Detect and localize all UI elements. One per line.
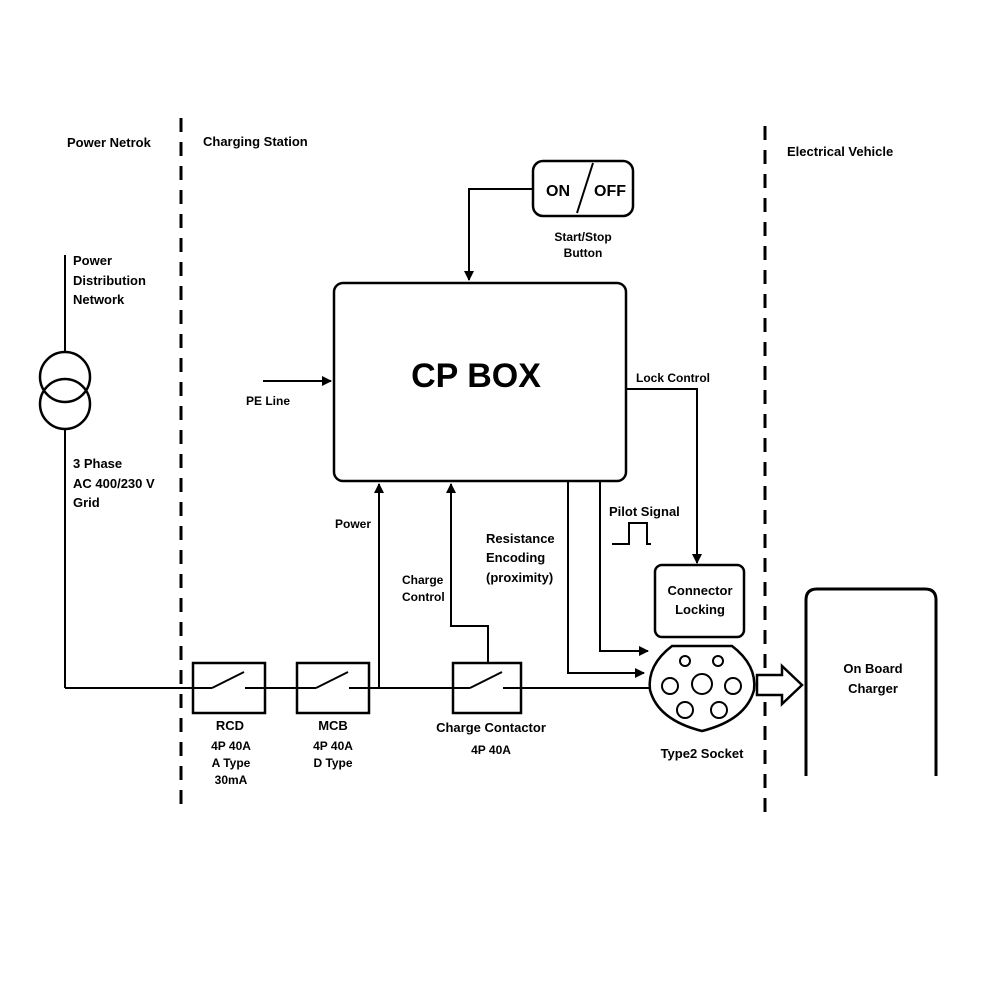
switch-label-line2: Button <box>564 246 603 260</box>
socket-name: Type2 Socket <box>661 746 745 761</box>
power-label: Power <box>335 517 371 531</box>
charger-label-line2: Charger <box>848 681 898 696</box>
switch-label-line1: Start/Stop <box>554 230 611 244</box>
resistance-label1: Resistance <box>486 531 555 546</box>
grid-spec-line1: 3 Phase <box>73 456 122 471</box>
connector-locking-line2: Locking <box>675 602 725 617</box>
mcb-name: MCB <box>318 718 348 733</box>
grid-spec-line2: AC 400/230 V <box>73 476 155 491</box>
charge-contactor-symbol <box>451 661 523 715</box>
grid-label-line1: Power <box>73 253 112 268</box>
transformer-icon <box>38 350 92 431</box>
grid-spec-line3: Grid <box>73 495 100 510</box>
resistance-label2: Encoding <box>486 550 545 565</box>
resistance-label3: (proximity) <box>486 570 553 585</box>
rcd-spec2: A Type <box>212 756 251 770</box>
pilot-signal-label: Pilot Signal <box>609 504 680 519</box>
power-transfer-arrow <box>755 663 804 707</box>
lock-control-label: Lock Control <box>636 371 710 385</box>
charge-control-label2: Control <box>402 590 445 604</box>
section-charging-station: Charging Station <box>203 134 308 149</box>
pilot-signal-arrow <box>599 481 649 656</box>
connector-locking-line1: Connector <box>668 583 733 598</box>
switch-to-cpbox-arrow <box>464 188 533 281</box>
grid-label-line3: Network <box>73 292 125 307</box>
contactor-name: Charge Contactor <box>436 720 546 735</box>
pe-line-label: PE Line <box>246 394 290 408</box>
mcb-symbol <box>295 661 371 715</box>
rcd-name: RCD <box>216 718 244 733</box>
charge-control-arrow <box>446 483 489 663</box>
lock-control-arrow <box>626 388 702 564</box>
mcb-spec1: 4P 40A <box>313 739 353 753</box>
contactor-spec1: 4P 40A <box>471 743 511 757</box>
section-power-network: Power Netrok <box>67 135 152 150</box>
connector-locking-box <box>653 563 746 639</box>
cp-box <box>332 281 628 483</box>
grid-label-line2: Distribution <box>73 273 146 288</box>
type2-socket-icon <box>648 644 756 733</box>
rcd-symbol <box>191 661 267 715</box>
charge-control-label1: Charge <box>402 573 444 587</box>
on-board-charger-box <box>804 587 938 776</box>
proximity-signal-arrow <box>567 481 645 678</box>
mcb-spec2: D Type <box>313 756 352 770</box>
cp-box-title: CP BOX <box>411 357 541 395</box>
rcd-spec3: 30mA <box>215 773 248 787</box>
charger-label-line1: On Board <box>843 661 902 676</box>
rcd-spec1: 4P 40A <box>211 739 251 753</box>
pwm-wave-icon <box>612 522 651 545</box>
switch-off-label: OFF <box>594 183 626 200</box>
section-electrical-vehicle: Electrical Vehicle <box>787 144 893 159</box>
switch-on-label: ON <box>546 183 570 200</box>
